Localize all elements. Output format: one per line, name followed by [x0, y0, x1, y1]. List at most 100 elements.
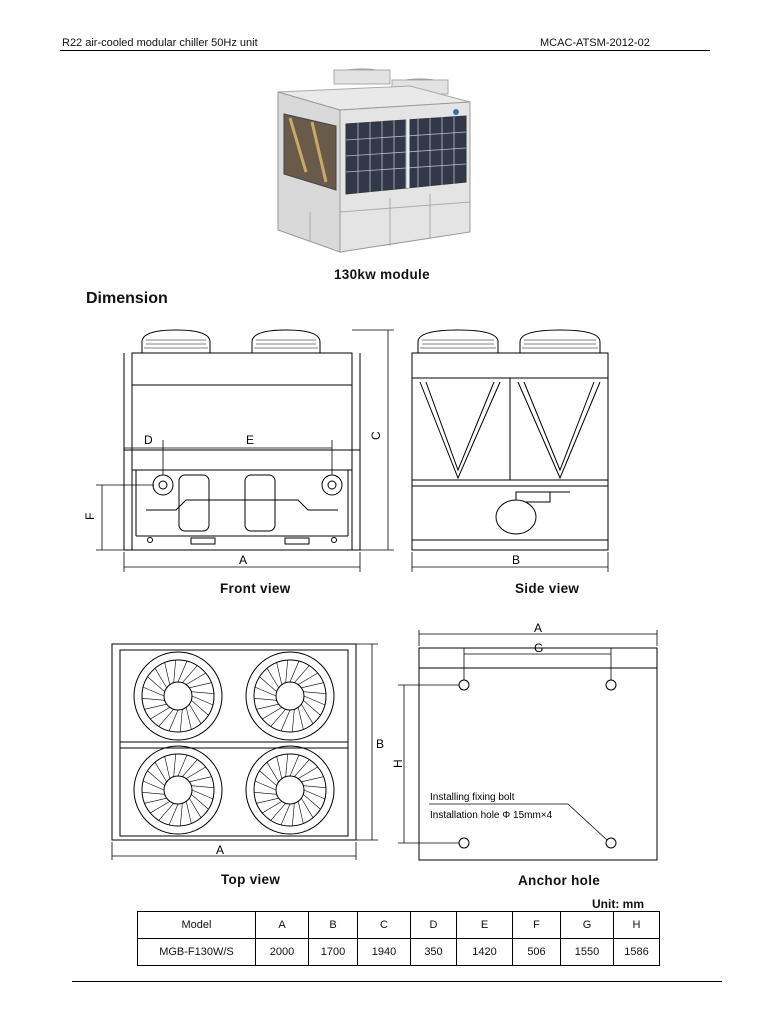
footer-rule: [72, 981, 722, 982]
table-header-cell: G: [560, 911, 614, 939]
table-cell: 2000: [255, 938, 309, 966]
fan-blade: [191, 794, 209, 810]
fan-blade: [256, 797, 279, 804]
fan-blade: [189, 776, 212, 783]
fan-blade: [189, 798, 202, 818]
table-cell: 1940: [357, 938, 411, 966]
fan-blade: [270, 709, 286, 727]
fan-blade: [254, 698, 277, 701]
fan-blade: [266, 668, 279, 688]
dimension-table: Model A B C D E F G H MGB-F130W/S 2000 1…: [137, 911, 660, 966]
fan-blade: [189, 682, 212, 689]
fan-blade: [259, 676, 277, 692]
fan-blade: [158, 803, 174, 821]
front-dim-e: E: [246, 433, 254, 447]
anchor-hole-caption: Anchor hole: [518, 873, 601, 888]
fan-blade: [185, 801, 192, 824]
fan-blade: [150, 707, 170, 720]
fan-blade: [301, 798, 314, 818]
header-doc-code: MCAC-ATSM-2012-02: [540, 37, 650, 49]
front-dim-c: C: [369, 431, 383, 440]
anchor-note-hole: Installation hole Φ 15mm×4: [430, 810, 553, 821]
fan-blade: [256, 703, 279, 710]
photo-caption: 130kw module: [334, 267, 430, 282]
fan-blade: [143, 780, 165, 791]
table-cell: 1550: [560, 938, 614, 966]
fan-blade: [185, 707, 192, 730]
fan-blade: [301, 682, 324, 689]
fan-blade: [142, 698, 165, 701]
table-header-cell: F: [512, 911, 561, 939]
fan-blade: [303, 794, 321, 810]
fan-blade: [177, 755, 188, 777]
fan-blade: [276, 662, 283, 685]
fan-blade: [276, 756, 283, 779]
header-rule: [60, 50, 710, 51]
fan-blade: [191, 700, 209, 716]
section-title: Dimension: [86, 290, 168, 307]
table-cell: MGB-F130W/S: [137, 938, 256, 966]
fan-blade: [280, 709, 291, 731]
anchor-dim-g: G: [534, 641, 543, 655]
fan-blade: [303, 691, 326, 694]
top-view-drawing: B A: [111, 643, 384, 860]
fan-blade: [292, 709, 295, 732]
side-dim-b: B: [512, 553, 520, 567]
fan-blade: [297, 801, 304, 824]
fan-blade: [191, 695, 213, 706]
fan-blade: [255, 686, 277, 697]
side-view-drawing: B: [411, 329, 609, 572]
fan-blade: [191, 785, 214, 788]
table-row: MGB-F130W/S 2000 1700 1940 350 1420 506 …: [137, 938, 660, 966]
fan-blade: [297, 707, 304, 730]
fan-blade: [292, 803, 295, 826]
table-cell: 350: [410, 938, 457, 966]
table-header-cell: C: [357, 911, 411, 939]
front-dim-d: D: [144, 433, 153, 447]
fan-blade: [262, 707, 282, 720]
fan-blade: [180, 709, 183, 732]
front-dim-f: F: [83, 513, 97, 520]
anchor-note-bolt: Installing fixing bolt: [430, 792, 515, 803]
fan-blade: [154, 668, 167, 688]
fan-blade: [301, 776, 324, 783]
fan-blade: [147, 676, 165, 692]
fan-blade: [298, 672, 318, 685]
side-view-caption: Side view: [515, 581, 580, 596]
fan-blade: [186, 766, 206, 779]
fan-blade: [186, 672, 206, 685]
fan-blade: [147, 770, 165, 786]
fan-blade: [259, 770, 277, 786]
fan-blade: [285, 660, 288, 683]
fan-blade: [285, 754, 288, 777]
fan-blade: [182, 665, 198, 683]
front-dim-a: A: [239, 553, 247, 567]
anchor-dim-h: H: [392, 759, 405, 768]
table-header-cell: Model: [137, 911, 256, 939]
fan-blade: [189, 704, 202, 724]
table-cell: 1700: [308, 938, 358, 966]
top-dim-b: B: [376, 737, 384, 751]
fan-blade: [168, 709, 179, 731]
fan-blade: [266, 762, 279, 782]
fan-blade: [144, 703, 167, 710]
fan-blade: [191, 789, 213, 800]
fan-blade: [303, 785, 326, 788]
fan-blade: [301, 704, 314, 724]
fan-blade: [182, 759, 198, 777]
anchor-dim-a: A: [534, 621, 542, 635]
table-header-cell: D: [410, 911, 457, 939]
fan-blade: [254, 792, 277, 795]
fan-blade: [303, 700, 321, 716]
anchor-hole-drawing: A G H Installing fixing bolt Installatio…: [392, 621, 658, 861]
fan-blade: [164, 662, 171, 685]
top-view-caption: Top view: [221, 872, 281, 887]
fan-blade: [289, 661, 300, 683]
fan-blade: [173, 660, 176, 683]
fan-blade: [289, 755, 300, 777]
table-cell: 506: [512, 938, 561, 966]
fan-blade: [191, 691, 214, 694]
front-view-drawing: D E C F A: [83, 329, 394, 572]
fan-blade: [294, 665, 310, 683]
fan-blade: [154, 762, 167, 782]
